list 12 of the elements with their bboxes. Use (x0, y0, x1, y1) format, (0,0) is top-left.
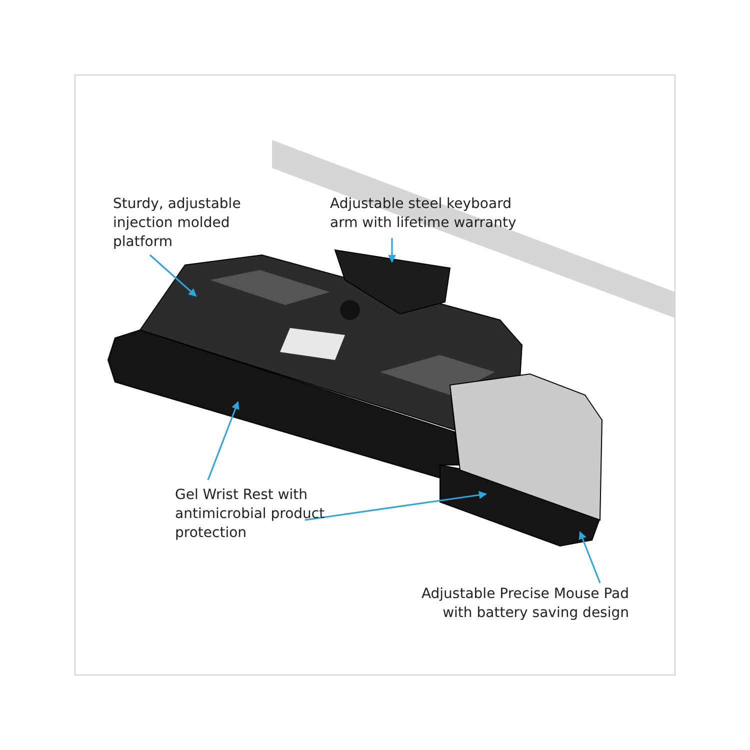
leader-line (388, 238, 396, 263)
leader-line (578, 531, 601, 584)
callout-text: Adjustable steel keyboard arm with lifetime warranty (330, 195, 520, 233)
callout-text: Adjustable Precise Mouse Pad with battery saving design (417, 585, 629, 623)
callout-text: Gel Wrist Rest with antimicrobial product protection (175, 486, 325, 543)
wrist-rest-drawing (107, 329, 460, 479)
keyboard-arm-drawing (334, 249, 451, 315)
leader-line (304, 491, 487, 521)
mouse-pad-drawing (449, 373, 602, 521)
leader-line (149, 254, 197, 297)
callout-text: Sturdy, adjustable injection molded platform (113, 195, 263, 252)
leader-line (207, 401, 240, 480)
